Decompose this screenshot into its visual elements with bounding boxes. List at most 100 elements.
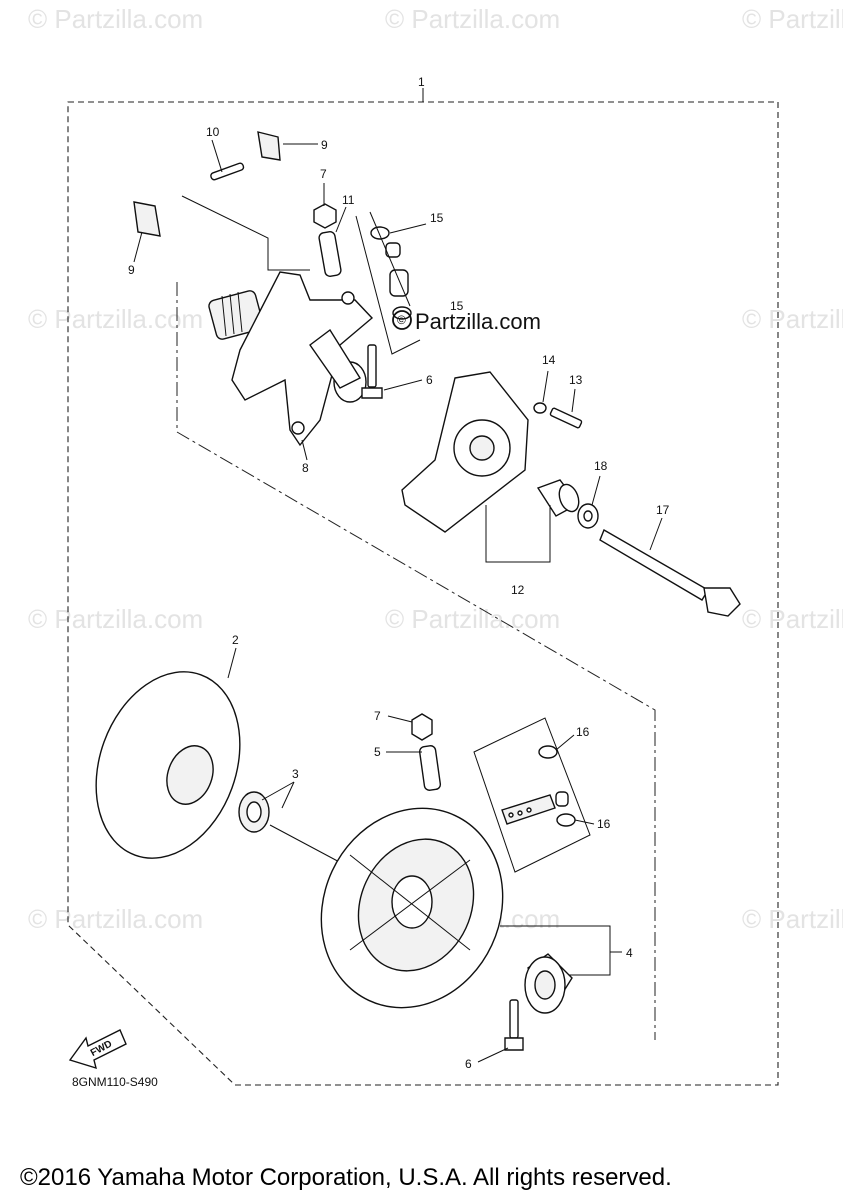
callout-1: 1 [418, 75, 425, 89]
leader-bracket [485, 505, 551, 563]
washer-part-16 [556, 813, 576, 827]
bearing-part-4 [524, 953, 573, 1014]
callout-13: 13 [569, 373, 583, 387]
weight-hole [526, 807, 532, 813]
spider-body [231, 271, 374, 447]
diagram-code: 8GNM110-S490 [72, 1075, 158, 1089]
bolt-head [361, 387, 383, 399]
brand-watermark: © Partzilla.com [392, 309, 541, 334]
leader-line [133, 231, 143, 263]
sleeve-part-5 [418, 745, 442, 791]
callout-15a: 15 [430, 211, 444, 225]
watermark-text: © Partzilla.com [385, 4, 560, 34]
fwd-arrow-shape [68, 1029, 127, 1070]
brand-logo-icon [392, 310, 412, 330]
leader-line [649, 517, 663, 551]
spider-assembly [208, 271, 374, 447]
leader-line [301, 439, 308, 461]
callout-16b: 16 [597, 817, 611, 831]
long-bolt-head [703, 587, 741, 617]
cover-hole [469, 435, 495, 461]
callout-7a: 7 [320, 167, 327, 181]
ring-hole [246, 801, 262, 823]
shaft-tube [309, 328, 362, 389]
leader-line [261, 781, 295, 801]
leader-line [591, 475, 601, 506]
nut-part-7 [411, 713, 433, 741]
nut-part-7 [313, 203, 337, 229]
leader-line [269, 824, 346, 866]
watermark-text: © Partzilla.com [28, 4, 203, 34]
sheave-hub [166, 745, 214, 805]
watermark-text: © Partzilla.com [28, 904, 203, 934]
washer-part-16 [538, 745, 558, 759]
thread-line [229, 293, 235, 335]
washer-part-15 [392, 306, 412, 320]
callout-17: 17 [656, 503, 670, 517]
bolt-head [504, 1037, 524, 1051]
bushing-end [558, 483, 580, 513]
callout-2: 2 [232, 633, 239, 647]
callout-10: 10 [206, 125, 220, 139]
leader-line [181, 195, 310, 271]
watermark-text: © Partzilla.com [28, 304, 203, 334]
callout-8: 8 [302, 461, 309, 475]
callout-16a: 16 [576, 725, 590, 739]
rib [349, 854, 471, 951]
watermark-text: © Partzilla.com [742, 304, 843, 334]
brand-logo-glyph: © [397, 313, 406, 327]
leader-bracket [500, 925, 611, 976]
callout-labels: 1 10 9 9 7 11 15 15 6 8 14 13 18 17 12 2… [128, 75, 670, 1071]
housing-hub [391, 875, 433, 929]
thread-line [221, 295, 227, 337]
callout-leaders [133, 139, 663, 1063]
watermark-text: © Partzilla.com [742, 604, 843, 634]
washer-part-14 [533, 402, 547, 414]
bearing-hole [534, 970, 556, 1000]
leader-line [387, 715, 413, 723]
bolt-part-6 [367, 344, 377, 388]
leader-line [281, 781, 295, 809]
callout-18: 18 [594, 459, 608, 473]
weight-box [473, 717, 591, 873]
roller-part-9 [133, 201, 161, 237]
leader-line [571, 388, 576, 413]
sheave-part-2 [95, 671, 241, 859]
rib [349, 859, 471, 951]
roller-part-9 [257, 131, 281, 161]
bolt-part-6 [509, 999, 519, 1039]
leader-line [477, 1047, 509, 1063]
subassembly-line [176, 282, 656, 1040]
long-bolt-part-17 [599, 528, 709, 601]
leader-line [335, 206, 347, 233]
leader-line [555, 734, 575, 751]
leader-line [389, 223, 427, 234]
callout-14: 14 [542, 353, 556, 367]
callout-3: 3 [292, 767, 299, 781]
leader-line [369, 211, 411, 307]
pin-part-10 [210, 162, 245, 181]
watermark-text: © Partzilla.com [742, 4, 843, 34]
callout-9b: 9 [128, 263, 135, 277]
weight-hole [517, 810, 523, 816]
boss [291, 421, 305, 435]
sheave-disc [95, 671, 241, 859]
callout-11: 11 [342, 193, 355, 207]
copyright-footer: ©2016 Yamaha Motor Corporation, U.S.A. A… [20, 1164, 672, 1191]
leader-line [542, 370, 549, 403]
bushing [389, 269, 409, 297]
housing-part-4 [320, 807, 504, 1009]
leader-line [211, 139, 223, 173]
washer-part-15 [370, 226, 390, 240]
callout-9a: 9 [321, 138, 328, 152]
fwd-arrow-icon: FWD [68, 1029, 127, 1070]
callout-4: 4 [626, 946, 633, 960]
washer-hole [583, 510, 593, 522]
brand-text: Partzilla.com [415, 309, 541, 334]
watermark-text: © Partzilla.com [385, 604, 560, 634]
assembly-boundary [67, 101, 779, 1086]
callout-6a: 6 [426, 373, 433, 387]
thread-line [237, 291, 243, 333]
callout-5: 5 [374, 745, 381, 759]
